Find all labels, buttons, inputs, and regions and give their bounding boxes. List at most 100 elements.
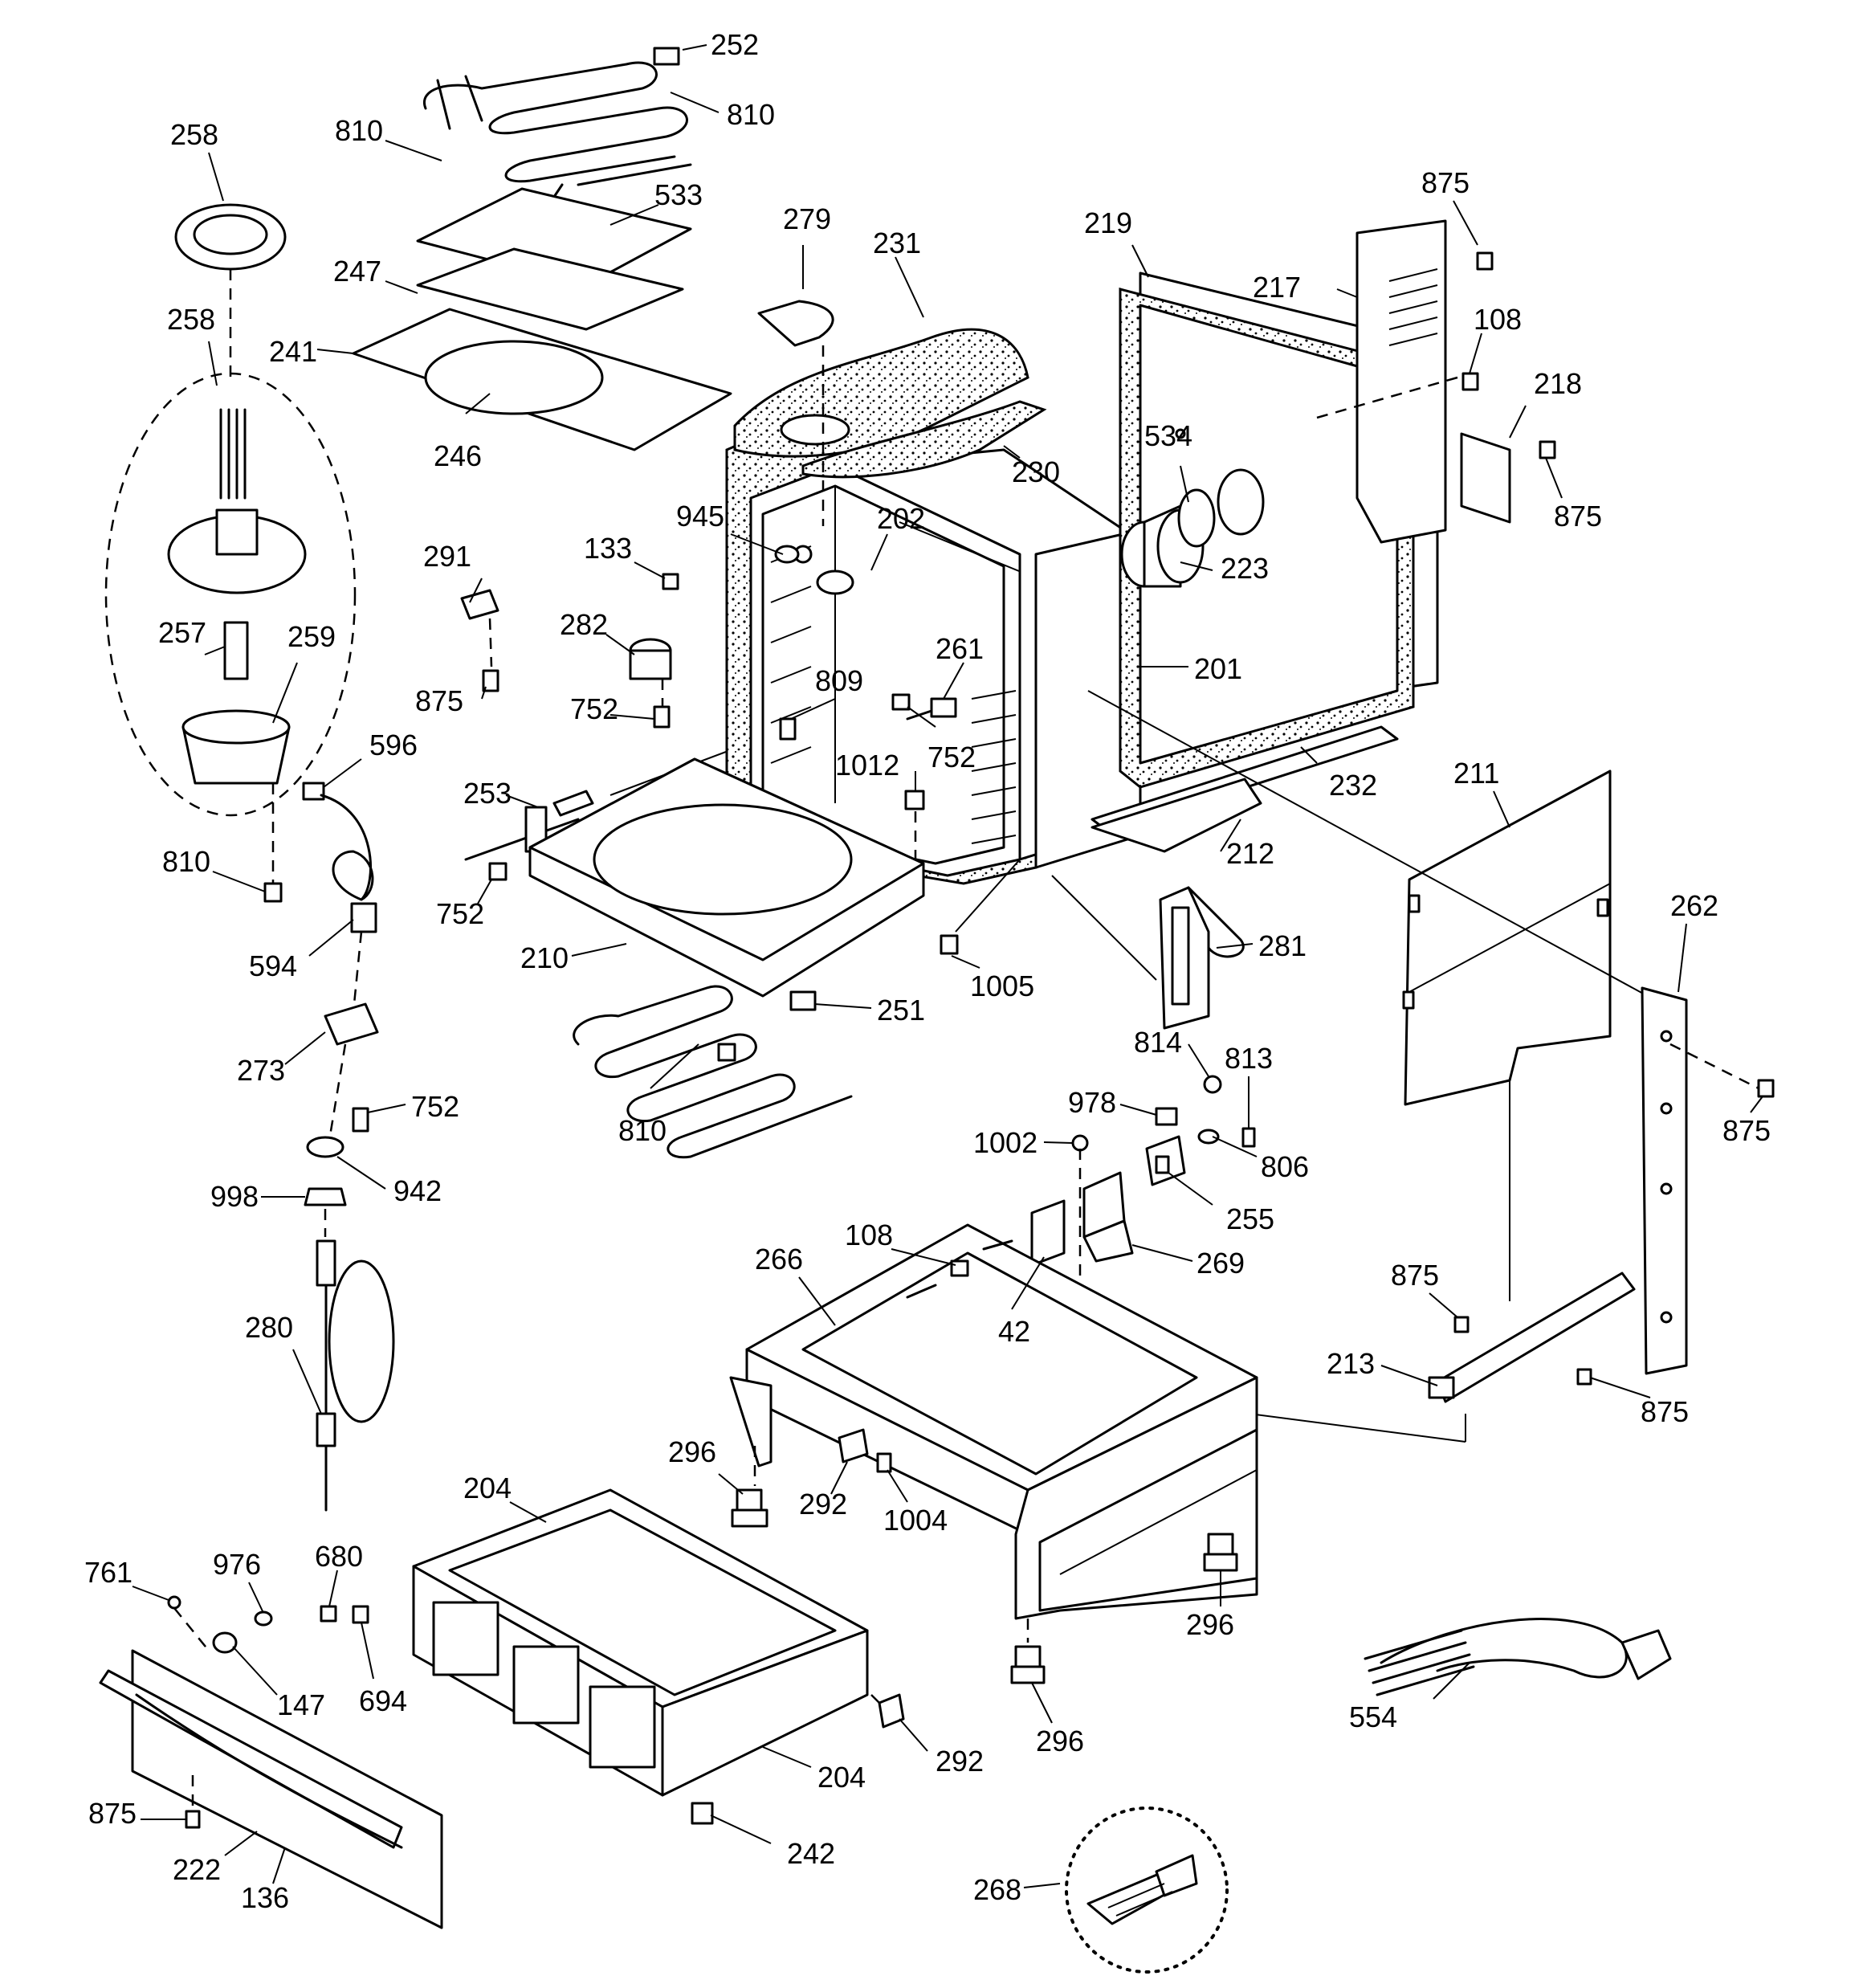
callout-label: 814 [1134, 1026, 1182, 1059]
leveling-foot-296-c [1010, 1645, 1046, 1684]
screw-875-213 [1453, 1316, 1470, 1333]
callout-label: 268 [973, 1873, 1021, 1906]
callout-label: 533 [654, 178, 703, 211]
callout-label: 1012 [835, 749, 899, 782]
screw-1012 [904, 790, 925, 810]
broil-element [422, 47, 692, 198]
bake-element-251 [573, 985, 853, 1159]
callout-label: 211 [1453, 757, 1499, 790]
side-strip-262 [1641, 986, 1688, 1375]
callout-label: 1002 [973, 1126, 1037, 1159]
screw-1002 [1071, 1134, 1089, 1152]
leveling-foot-296-a [731, 1488, 768, 1528]
screw-875-213b [1576, 1368, 1592, 1386]
callout-label: 230 [1012, 455, 1060, 488]
callout-label: 594 [249, 949, 297, 982]
callout-label: 942 [393, 1174, 442, 1207]
bracket-242 [691, 1802, 714, 1825]
callout-label: 875 [415, 684, 463, 717]
rear-duct-217 [1355, 219, 1447, 544]
callout-label: 201 [1194, 652, 1242, 685]
callout-label: 806 [1261, 1150, 1309, 1183]
callout-label: 761 [84, 1556, 132, 1589]
callout-label: 202 [877, 502, 925, 535]
callout-label: 752 [411, 1090, 459, 1123]
drawer-chassis-266 [729, 1223, 1258, 1620]
temperature-probe-280 [316, 1239, 395, 1512]
screw-133 [662, 573, 679, 590]
callout-label: 251 [877, 994, 925, 1027]
callout-label: 218 [1534, 367, 1582, 400]
bracket-273 [324, 1002, 379, 1046]
callout-label: 998 [210, 1180, 259, 1213]
leader-lines [132, 44, 1763, 1888]
callout-label: 752 [570, 692, 618, 725]
bracket-213 [1428, 1272, 1636, 1403]
callout-label: 246 [434, 439, 482, 472]
screw-813 [1241, 1127, 1256, 1148]
drawer-front-222 [99, 1649, 443, 1929]
callout-label: 219 [1084, 206, 1132, 239]
gasket-534 [1177, 488, 1216, 548]
fan-basket-259 [181, 709, 291, 785]
screw-806 [1197, 1129, 1220, 1145]
callout-label: 875 [1391, 1259, 1439, 1292]
callout-label: 210 [520, 941, 569, 974]
callout-label: 976 [213, 1548, 261, 1581]
callout-label: 261 [936, 632, 984, 665]
callout-label: 752 [927, 741, 976, 774]
bracket-269 [1082, 1171, 1134, 1263]
sensor-wire-594 [302, 782, 377, 933]
callout-label: 108 [845, 1219, 893, 1251]
washer-942 [306, 1136, 344, 1158]
convection-fan-motor [167, 408, 307, 594]
callout-label: 231 [873, 227, 921, 259]
callout-label: 217 [1253, 271, 1301, 304]
screw-875-top [1476, 251, 1494, 271]
detail-circle-268 [1065, 1806, 1229, 1974]
callout-label: 223 [1221, 552, 1269, 585]
screw-752-261 [891, 693, 911, 711]
callout-label: 680 [315, 1540, 363, 1573]
oven-bottom-210 [528, 757, 925, 998]
callout-label: 279 [783, 202, 831, 235]
bracket-268 [1086, 1854, 1198, 1925]
washer-147 [212, 1631, 238, 1654]
callout-label: 108 [1474, 303, 1522, 336]
callout-label: 292 [936, 1745, 984, 1778]
screw-810-bake [717, 1043, 736, 1062]
screw-752-left [352, 1107, 369, 1133]
screw-1005 [940, 934, 959, 955]
callout-label: 945 [676, 500, 724, 533]
callout-label: 296 [1036, 1725, 1084, 1757]
screw-1004 [876, 1452, 892, 1473]
callout-label: 242 [787, 1837, 835, 1870]
callout-label: 810 [618, 1114, 667, 1147]
power-cord-554 [1364, 1618, 1672, 1696]
fan-hub-282 [629, 638, 672, 680]
screw-752-mid [653, 705, 671, 729]
callout-label: 255 [1226, 1202, 1274, 1235]
screw-761 [167, 1595, 181, 1610]
screw-108-top [1461, 372, 1479, 391]
callout-label: 253 [463, 777, 512, 810]
callout-label: 875 [1641, 1395, 1689, 1428]
warming-drawer-204 [412, 1488, 869, 1797]
roller-292-b [878, 1693, 905, 1729]
callout-label: 875 [1722, 1114, 1771, 1147]
callout-label: 813 [1225, 1042, 1273, 1075]
screw-694 [352, 1605, 369, 1624]
broiler-pan-247 [416, 247, 684, 331]
callout-label: 222 [173, 1853, 221, 1886]
callout-label: 42 [998, 1315, 1030, 1348]
clip-978 [1155, 1107, 1178, 1126]
callout-label: 1005 [970, 970, 1034, 1002]
callout-label: 269 [1196, 1247, 1245, 1280]
bracket-42 [1030, 1199, 1066, 1267]
callout-label: 258 [170, 118, 218, 151]
callout-label: 258 [167, 303, 215, 336]
callout-label: 282 [560, 608, 608, 641]
leveling-foot-296-b [1203, 1533, 1238, 1572]
